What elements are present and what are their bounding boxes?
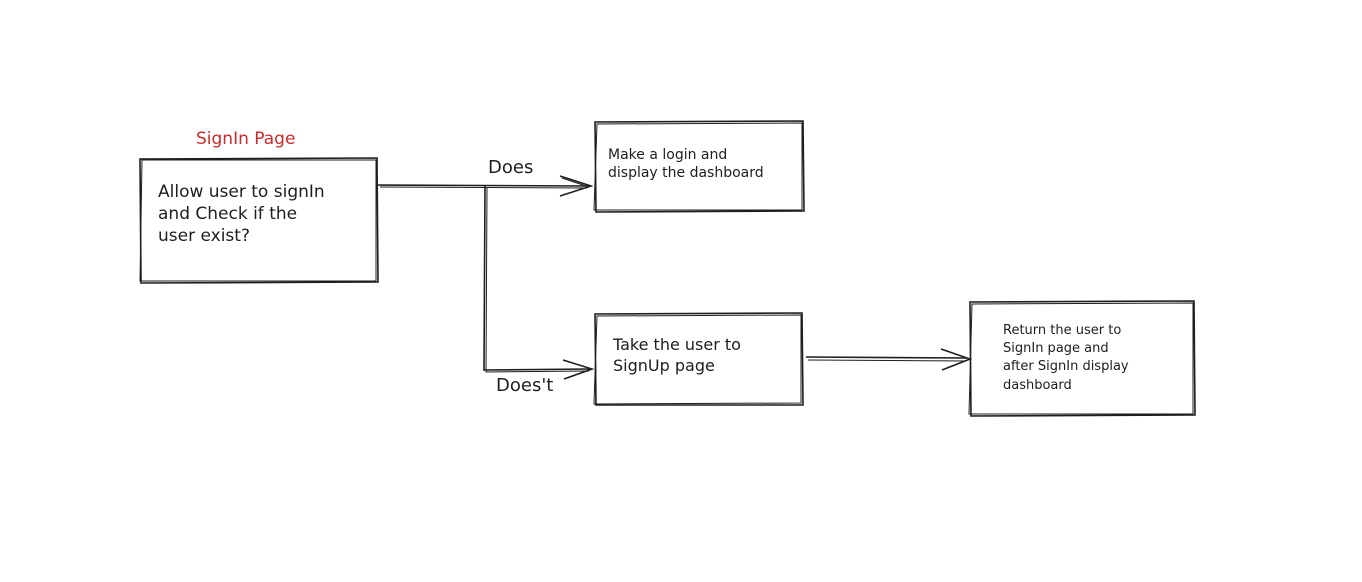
node-return-box[interactable] — [968, 300, 1196, 417]
signin-page-title: SignIn Page — [196, 129, 296, 149]
edge-return-arrowhead — [940, 348, 973, 371]
edge-return-connector — [805, 356, 968, 362]
edge-doest-arrowhead — [562, 359, 595, 380]
node-signup-text: Take the user to SignUp page — [613, 335, 741, 375]
node-return-text: Return the user to SignIn page and after… — [1003, 323, 1129, 393]
node-signup-box[interactable] — [593, 312, 804, 406]
node-dashboard-text: Make a login and display the dashboard — [608, 147, 764, 182]
node-signin-text: Allow user to signIn and Check if the us… — [158, 182, 325, 247]
edge-doest-connector — [483, 185, 591, 373]
node-signin-box[interactable] — [139, 157, 379, 284]
edge-label-doest: Does't — [496, 375, 554, 396]
edge-does-arrowhead — [559, 175, 594, 197]
edge-label-does: Does — [488, 157, 534, 178]
edge-does-connector — [377, 184, 589, 189]
node-dashboard-box[interactable] — [593, 120, 805, 213]
